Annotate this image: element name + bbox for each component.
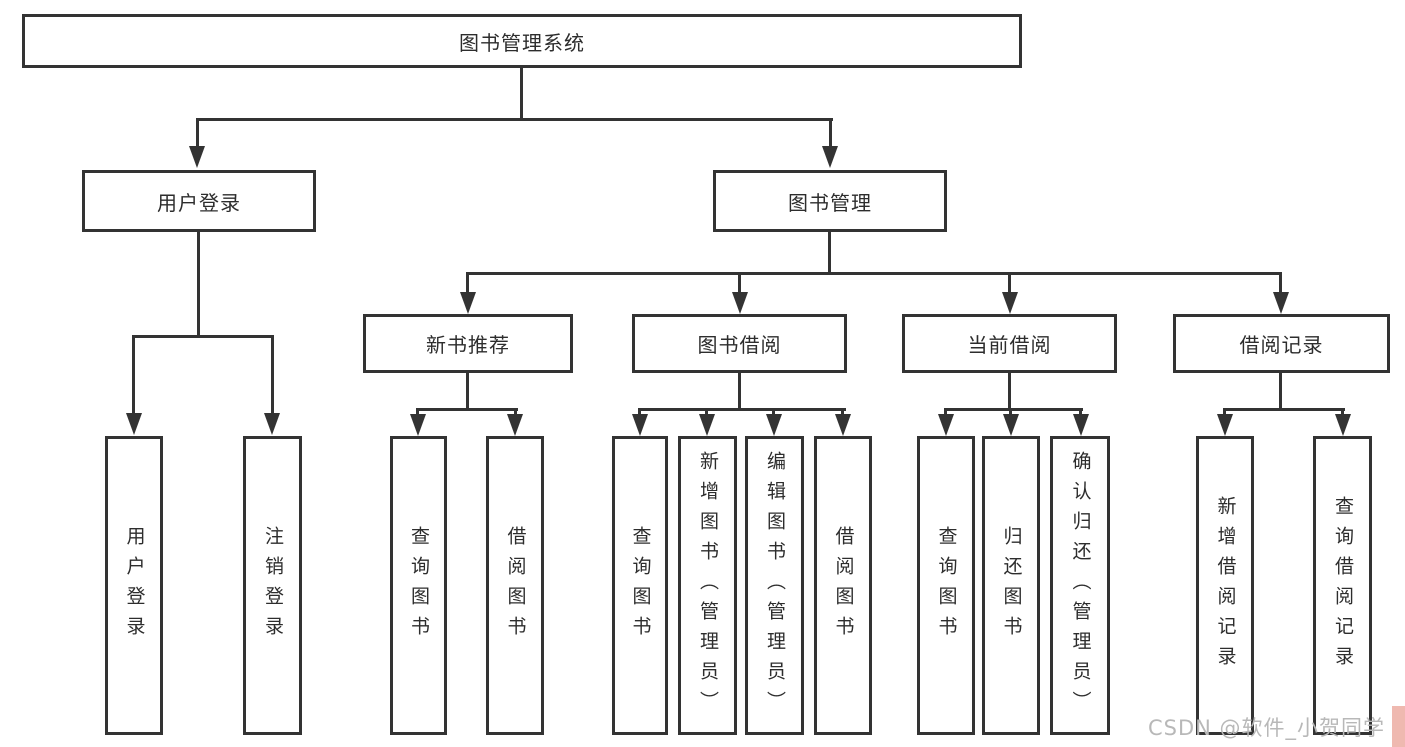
connector-line <box>520 68 523 118</box>
leaf-label: 注销登录 <box>262 525 284 646</box>
node-label: 借阅记录 <box>1239 333 1324 357</box>
node-new-book-recommendation: 新书推荐 <box>363 314 573 373</box>
arrow-down-icon <box>507 414 523 436</box>
connector-line <box>466 272 1282 275</box>
connector-line <box>514 408 517 416</box>
leaf-label: 确认归还（管理员） <box>1069 450 1092 721</box>
leaf-label: 查询图书 <box>408 525 430 646</box>
arrow-down-icon <box>126 413 142 435</box>
arrow-down-icon <box>1002 292 1018 314</box>
watermark-accent-strip <box>1392 706 1405 747</box>
leaf-confirm-return-admin: 确认归还（管理员） <box>1050 436 1110 735</box>
connector-line <box>416 408 518 411</box>
connector-line <box>1008 373 1011 408</box>
connector-line <box>1341 408 1344 416</box>
connector-line <box>1079 408 1082 416</box>
leaf-label: 查询图书 <box>629 525 652 646</box>
leaf-label: 查询借阅记录 <box>1332 495 1354 676</box>
node-label: 图书管理 <box>788 190 872 215</box>
connector-line <box>466 373 469 408</box>
leaf-query-books: 查询图书 <box>390 436 447 735</box>
node-borrowing-records: 借阅记录 <box>1173 314 1390 373</box>
leaf-logout: 注销登录 <box>243 436 302 735</box>
leaf-query-books: 查询图书 <box>612 436 668 735</box>
arrow-down-icon <box>1335 414 1351 436</box>
node-user-login: 用户登录 <box>82 170 316 232</box>
connector-line <box>944 408 1083 411</box>
connector-line <box>271 335 274 414</box>
leaf-label: 新增图书（管理员） <box>697 450 719 721</box>
leaf-label: 归还图书 <box>1000 525 1023 646</box>
node-book-management: 图书管理 <box>713 170 947 232</box>
node-label: 图书管理系统 <box>459 30 585 55</box>
leaf-add-borrow-record: 新增借阅记录 <box>1196 436 1254 735</box>
arrow-down-icon <box>460 292 476 314</box>
connector-line <box>1223 408 1345 411</box>
arrow-down-icon <box>632 414 648 436</box>
connector-line <box>828 232 831 272</box>
leaf-edit-books-admin: 编辑图书（管理员） <box>745 436 804 735</box>
leaf-label: 借阅图书 <box>832 525 855 646</box>
connector-line <box>466 272 469 294</box>
connector-line <box>132 335 135 414</box>
arrow-down-icon <box>938 414 954 436</box>
leaf-borrow-books: 借阅图书 <box>814 436 872 735</box>
leaf-label: 用户登录 <box>123 525 146 646</box>
connector-line <box>196 118 833 121</box>
connector-line <box>944 408 947 416</box>
connector-line <box>1223 408 1226 416</box>
leaf-query-borrow-record: 查询借阅记录 <box>1313 436 1372 735</box>
connector-line <box>132 335 274 338</box>
leaf-label: 查询图书 <box>935 525 958 646</box>
connector-line <box>196 118 199 148</box>
arrow-down-icon <box>1273 292 1289 314</box>
arrow-down-icon <box>732 292 748 314</box>
connector-line <box>738 272 741 294</box>
connector-line <box>705 408 708 416</box>
connector-line <box>1279 373 1282 408</box>
connector-line <box>416 408 419 416</box>
node-label: 用户登录 <box>157 190 241 215</box>
arrow-down-icon <box>766 414 782 436</box>
arrow-down-icon <box>264 413 280 435</box>
arrow-down-icon <box>1073 414 1089 436</box>
arrow-down-icon <box>699 414 715 436</box>
arrow-down-icon <box>1003 414 1019 436</box>
leaf-borrow-books: 借阅图书 <box>486 436 544 735</box>
connector-line <box>638 408 846 411</box>
connector-line <box>841 408 844 416</box>
leaf-user-login: 用户登录 <box>105 436 163 735</box>
node-label: 图书借阅 <box>697 333 782 357</box>
arrow-down-icon <box>410 414 426 436</box>
leaf-label: 借阅图书 <box>504 525 527 646</box>
arrow-down-icon <box>835 414 851 436</box>
leaf-add-books-admin: 新增图书（管理员） <box>678 436 737 735</box>
leaf-label: 新增借阅记录 <box>1214 495 1237 676</box>
connector-line <box>1279 272 1282 294</box>
node-library-management-system: 图书管理系统 <box>22 14 1022 68</box>
connector-line <box>1009 408 1012 416</box>
connector-line <box>738 373 741 408</box>
connector-line <box>772 408 775 416</box>
leaf-query-books: 查询图书 <box>917 436 975 735</box>
node-book-borrowing: 图书借阅 <box>632 314 847 373</box>
arrow-down-icon <box>822 146 838 168</box>
arrow-down-icon <box>189 146 205 168</box>
connector-line <box>1008 272 1011 294</box>
arrow-down-icon <box>1217 414 1233 436</box>
leaf-return-books: 归还图书 <box>982 436 1040 735</box>
leaf-label: 编辑图书（管理员） <box>764 450 786 721</box>
connector-line <box>197 232 200 335</box>
node-current-borrowing: 当前借阅 <box>902 314 1117 373</box>
connector-line <box>638 408 641 416</box>
node-label: 新书推荐 <box>426 333 510 357</box>
watermark-text: CSDN @软件_小贺同学 <box>1148 716 1386 740</box>
connector-line <box>829 118 832 148</box>
node-label: 当前借阅 <box>967 333 1052 357</box>
